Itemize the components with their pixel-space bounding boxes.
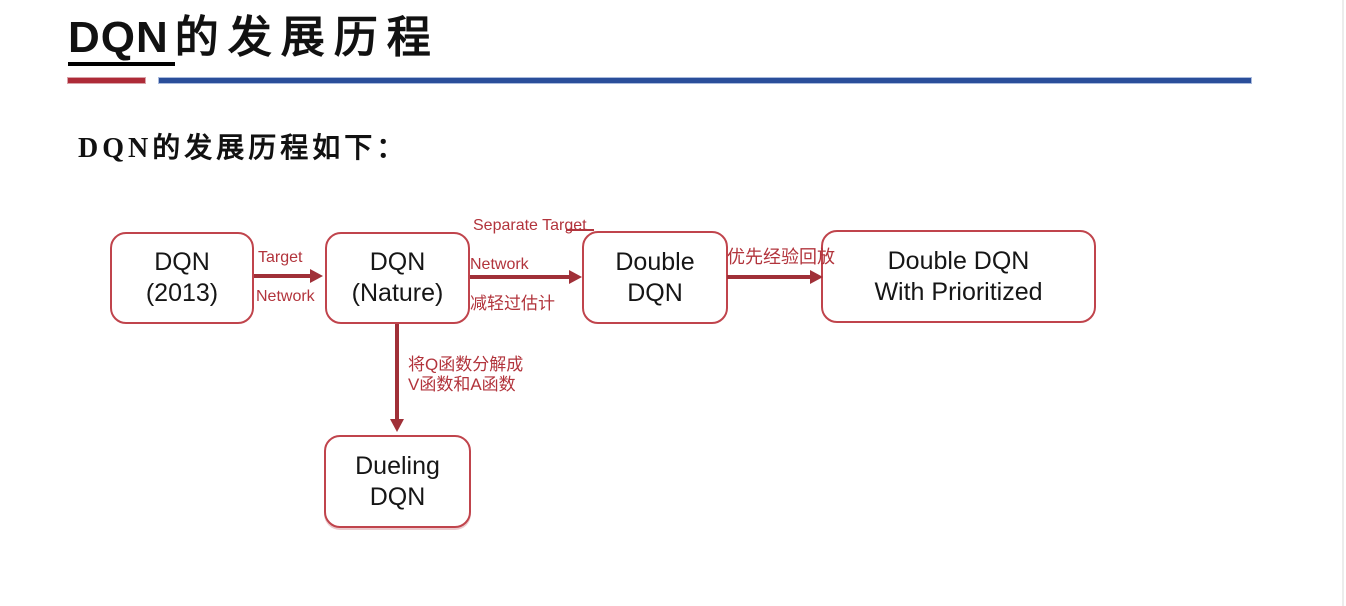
arrowhead-icon xyxy=(569,270,582,284)
arrowhead-icon xyxy=(310,269,323,283)
edge-label-network: Network xyxy=(470,256,529,273)
arrow-dqnnature-to-doubledqn xyxy=(470,275,571,279)
edge-label-target: Target xyxy=(258,249,303,266)
edge-label-q-decomposition: 将Q函数分解成 V函数和A函数 xyxy=(408,355,523,395)
edge-label-reduce-overestimation: 减轻过估计 xyxy=(470,294,555,313)
node-label-line: (Nature) xyxy=(351,279,444,307)
edge-label-separate-target: Separate Target xyxy=(473,217,587,234)
node-label-line: (2013) xyxy=(145,279,219,307)
subtitle: DQN的发展历程如下： xyxy=(78,133,409,164)
edge-label-line: V函数和A函数 xyxy=(408,375,516,394)
title-accent-red-bar xyxy=(67,77,146,84)
arrow-doubledqn-to-prioritized xyxy=(727,275,812,279)
page-title-latin: DQN xyxy=(68,13,175,66)
node-dqn-2013: DQN (2013) xyxy=(110,232,254,324)
edge-label-prioritized-replay: 优先经验回放 xyxy=(727,247,835,267)
node-label-line: DQN xyxy=(154,248,210,276)
node-dqn-nature: DQN (Nature) xyxy=(325,232,470,324)
title-accent-blue-bar xyxy=(158,77,1252,84)
arrow-dqn2013-to-dqnnature xyxy=(254,274,311,278)
node-label-line: DQN xyxy=(627,278,683,307)
edge-label-network: Network xyxy=(256,288,315,305)
node-label-line: Dueling xyxy=(355,451,440,480)
node-label-line: With Prioritized xyxy=(874,277,1043,306)
node-label-line: DQN xyxy=(369,482,426,511)
node-label-line: DQN xyxy=(369,248,426,276)
node-label-line: Double DQN xyxy=(887,246,1030,275)
node-label-line: Double xyxy=(615,247,695,276)
node-dueling-dqn: Dueling DQN xyxy=(324,435,471,528)
arrowhead-icon xyxy=(810,270,823,284)
edge-label-line: 将Q函数分解成 xyxy=(408,355,524,374)
page-edge-divider xyxy=(1342,0,1344,606)
node-double-dqn: Double DQN xyxy=(582,231,728,324)
arrowhead-icon xyxy=(390,419,404,432)
separate-target-connector-line xyxy=(566,229,594,231)
node-double-dqn-prioritized: Double DQN With Prioritized xyxy=(821,230,1096,323)
arrow-dqnnature-to-duelingdqn xyxy=(395,324,399,420)
page-title-chinese: 的发展历程 xyxy=(174,13,440,62)
